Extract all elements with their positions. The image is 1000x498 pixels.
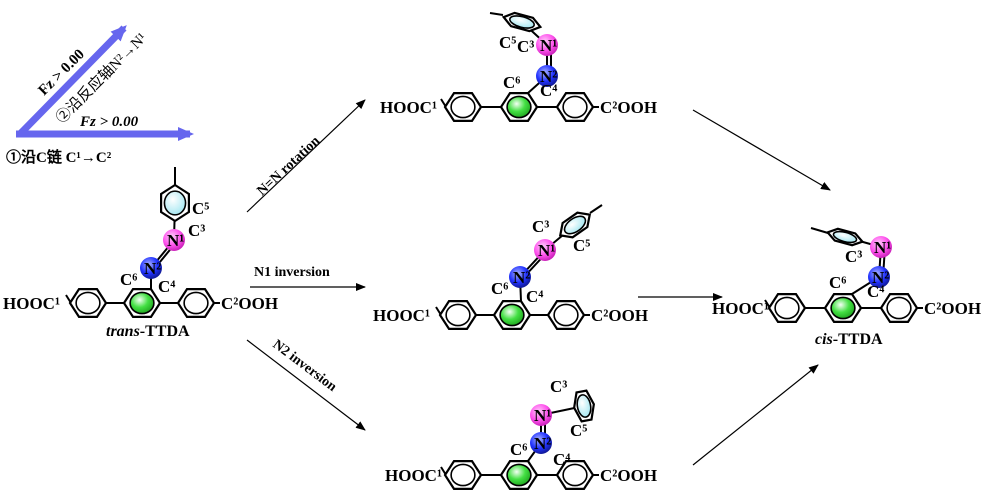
right-carboxyl-label: C²OOH bbox=[600, 466, 657, 485]
tolyl-ring bbox=[573, 389, 595, 423]
n2-atom-sphere bbox=[140, 257, 162, 279]
n1-atom-label: N¹ bbox=[874, 238, 891, 257]
name-suffix: -TTDA bbox=[833, 331, 883, 348]
left-phenyl-ring bbox=[438, 300, 478, 330]
c5-label: C⁵ bbox=[499, 33, 516, 52]
n2-atom-sphere bbox=[868, 266, 890, 288]
name-prefix: cis bbox=[815, 331, 833, 348]
right-carboxyl-label: C²OOH bbox=[924, 299, 981, 318]
c6-label: C⁶ bbox=[503, 73, 520, 92]
n2-inversion-arrow bbox=[246, 339, 366, 431]
molecule-name: cis-TTDA bbox=[815, 331, 883, 348]
c5-label: C⁵ bbox=[573, 236, 590, 255]
molecule-name: trans-TTDA bbox=[106, 323, 190, 340]
c6-label: C⁶ bbox=[510, 440, 527, 459]
right-phenyl-ring bbox=[879, 293, 919, 323]
n2-inversion-label: N2 inversion bbox=[270, 337, 340, 395]
central-ring bbox=[499, 460, 539, 490]
axis1-force-label: Fz > 0.00 bbox=[79, 114, 139, 130]
n2-atom-label: N² bbox=[540, 67, 557, 86]
left-carboxyl-label: HOOC¹ bbox=[712, 299, 769, 318]
n1-atom-label: N¹ bbox=[534, 406, 551, 425]
n1-atom-sphere bbox=[163, 229, 185, 251]
n2-atom-label: N² bbox=[144, 259, 161, 278]
rotation-label: N=N rotation bbox=[254, 133, 323, 198]
n2-atom-sphere bbox=[530, 432, 552, 454]
tolyl-ring bbox=[501, 11, 543, 33]
c4-label: C⁴ bbox=[526, 287, 543, 306]
c5-label: C⁵ bbox=[192, 199, 209, 218]
n1-atom-label: N¹ bbox=[538, 241, 555, 260]
tolyl-ring bbox=[160, 183, 190, 223]
c6-label: C⁶ bbox=[829, 273, 846, 292]
c3-label: C³ bbox=[188, 221, 205, 240]
central-ring bbox=[823, 293, 863, 323]
molecule-n2inv: HOOC¹ C²OOH N² N¹ C³ C⁵ C⁶ C⁴ bbox=[385, 377, 657, 490]
molecule-trans: HOOC¹ C²OOH N² N¹ C⁵ C³ C⁶ C⁴ trans-TTDA bbox=[3, 167, 278, 340]
central-ring bbox=[499, 92, 539, 122]
molecule-n1inv: HOOC¹ C²OOH N² N¹ C³ C⁵ C⁶ C⁴ bbox=[373, 204, 648, 330]
molecule-cis: HOOC¹ C²OOH N² N¹ C³ C⁶ C⁴ cis-TTDA bbox=[712, 227, 981, 348]
c3-label: C³ bbox=[550, 377, 567, 396]
n1-inversion-label: N1 inversion bbox=[254, 265, 330, 280]
tolyl-ring bbox=[825, 227, 865, 247]
right-phenyl-ring bbox=[555, 460, 595, 490]
reaction-axis-arrow bbox=[17, 25, 127, 137]
central-ring bbox=[122, 288, 162, 318]
c6-label: C⁶ bbox=[120, 270, 137, 289]
right-carboxyl-label: C²OOH bbox=[600, 98, 657, 117]
c5-label: C⁵ bbox=[570, 421, 587, 440]
name-suffix: -TTDA bbox=[140, 323, 190, 340]
left-carboxyl-label: HOOC¹ bbox=[385, 466, 442, 485]
n2-atom-label: N² bbox=[534, 434, 551, 453]
right-carboxyl-label: C²OOH bbox=[221, 294, 278, 313]
left-phenyl-ring bbox=[443, 92, 483, 122]
force-axes: Fz > 0.00 ②沿反应轴N²→N¹ Fz > 0.00 ①沿C链 C¹→C… bbox=[6, 25, 194, 166]
n1-atom-sphere bbox=[530, 404, 552, 426]
n2-atom-label: N² bbox=[513, 268, 530, 287]
n1-atom-label: N¹ bbox=[540, 36, 557, 55]
c3-label: C³ bbox=[517, 37, 534, 56]
rotation-arrow bbox=[246, 99, 366, 213]
c4-label: C⁴ bbox=[158, 277, 175, 296]
n1-atom-sphere bbox=[870, 236, 892, 258]
left-carboxyl-label: HOOC¹ bbox=[373, 306, 430, 325]
axis1-direction-label: ①沿C链 C¹→C² bbox=[6, 148, 112, 166]
c6-label: C⁶ bbox=[491, 279, 508, 298]
rotation-to-cis-arrow bbox=[692, 109, 831, 191]
n2-atom-label: N² bbox=[872, 268, 889, 287]
c4-label: C⁴ bbox=[553, 450, 570, 469]
name-prefix: trans bbox=[106, 323, 140, 340]
n2-atom-sphere bbox=[536, 65, 558, 87]
c4-label: C⁴ bbox=[540, 81, 557, 100]
n1-atom-sphere bbox=[534, 239, 556, 261]
c3-label: C³ bbox=[845, 247, 862, 266]
left-phenyl-ring bbox=[68, 288, 108, 318]
right-phenyl-ring bbox=[176, 288, 216, 318]
left-phenyl-ring bbox=[767, 293, 807, 323]
right-carboxyl-label: C²OOH bbox=[591, 306, 648, 325]
left-carboxyl-label: HOOC¹ bbox=[380, 98, 437, 117]
tolyl-ring bbox=[558, 211, 592, 239]
n1-atom-label: N¹ bbox=[167, 231, 184, 250]
c3-label: C³ bbox=[532, 217, 549, 236]
n1-atom-sphere bbox=[536, 34, 558, 56]
right-phenyl-ring bbox=[546, 300, 586, 330]
central-ring bbox=[492, 300, 532, 330]
n2-to-cis-arrow bbox=[692, 364, 819, 466]
right-phenyl-ring bbox=[555, 92, 595, 122]
n2-atom-sphere bbox=[509, 266, 531, 288]
left-phenyl-ring bbox=[443, 460, 483, 490]
c4-label: C⁴ bbox=[867, 282, 884, 301]
left-carboxyl-label: HOOC¹ bbox=[3, 294, 60, 313]
